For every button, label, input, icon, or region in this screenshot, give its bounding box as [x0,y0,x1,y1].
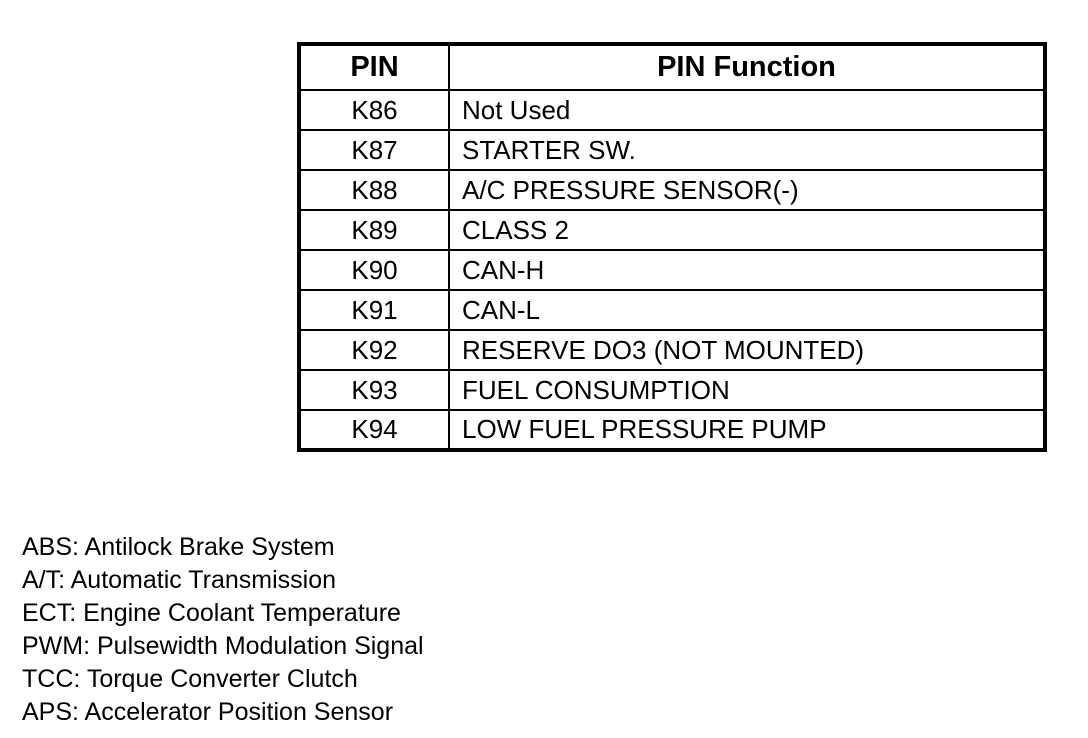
legend-line-abs: ABS: Antilock Brake System [22,533,335,561]
pin-function-table: PIN PIN Function K86 Not Used K87 STARTE… [297,42,1047,452]
pin-id: K88 [298,169,450,211]
pin-function: A/C PRESSURE SENSOR(-) [448,169,1046,211]
pin-id: K89 [298,209,450,251]
legend-line-ect: ECT: Engine Coolant Temperature [22,599,401,627]
table-row: K92 RESERVE DO3 (NOT MOUNTED) [298,329,1046,371]
pin-function: CLASS 2 [448,209,1046,251]
pin-id: K92 [298,329,450,371]
table-header-row: PIN PIN Function [298,43,1046,91]
pin-id: K87 [298,129,450,171]
pin-function: RESERVE DO3 (NOT MOUNTED) [448,329,1046,371]
pin-id: K86 [298,89,450,131]
table-row: K90 CAN-H [298,249,1046,291]
pin-id: K94 [298,409,450,451]
table-row: K93 FUEL CONSUMPTION [298,369,1046,411]
table-row: K87 STARTER SW. [298,129,1046,171]
pin-id: K90 [298,249,450,291]
pin-function: CAN-L [448,289,1046,331]
table-row: K86 Not Used [298,89,1046,131]
table-row: K94 LOW FUEL PRESSURE PUMP [298,409,1046,451]
table-row: K91 CAN-L [298,289,1046,331]
pin-function-column-header: PIN Function [448,43,1046,91]
pin-function: STARTER SW. [448,129,1046,171]
legend-line-pwm: PWM: Pulsewidth Modulation Signal [22,632,424,660]
abbreviation-legend: ABS: Antilock Brake System A/T: Automati… [22,531,424,729]
legend-line-aps: APS: Accelerator Position Sensor [22,698,394,726]
pin-function: Not Used [448,89,1046,131]
legend-line-tcc: TCC: Torque Converter Clutch [22,665,358,693]
pin-function: LOW FUEL PRESSURE PUMP [448,409,1046,451]
pin-function: CAN-H [448,249,1046,291]
pin-column-header: PIN [298,43,450,91]
legend-line-at: A/T: Automatic Transmission [22,566,337,594]
pin-function: FUEL CONSUMPTION [448,369,1046,411]
table-row: K88 A/C PRESSURE SENSOR(-) [298,169,1046,211]
pin-id: K93 [298,369,450,411]
table-row: K89 CLASS 2 [298,209,1046,251]
pin-id: K91 [298,289,450,331]
